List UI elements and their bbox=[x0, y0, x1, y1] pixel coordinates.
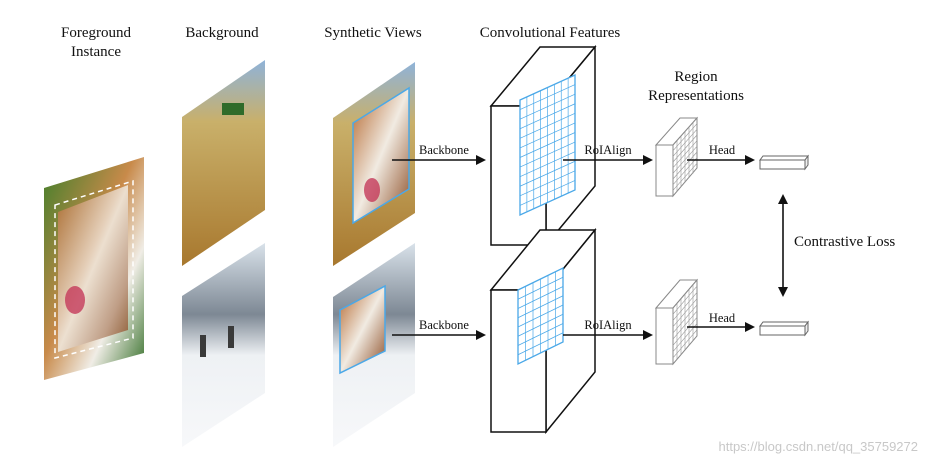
grid-line bbox=[519, 103, 576, 130]
contrastive-loss-label: Contrastive Loss bbox=[794, 234, 896, 250]
grid-line bbox=[519, 122, 576, 149]
grid-line bbox=[517, 295, 564, 319]
grid-line bbox=[517, 304, 564, 328]
synthetic-view-top bbox=[333, 62, 415, 266]
grid-line bbox=[519, 84, 576, 110]
foreground-instance-label: Foreground Instance bbox=[61, 25, 131, 60]
head-label-top: Head bbox=[709, 143, 736, 157]
grid-line bbox=[672, 134, 698, 163]
grid-line bbox=[519, 141, 576, 168]
grid-line bbox=[672, 140, 698, 168]
embedding-vector-top bbox=[759, 154, 809, 171]
grid-line bbox=[672, 146, 698, 174]
grid-line bbox=[672, 329, 698, 358]
region-representation-top bbox=[654, 116, 699, 198]
backbone-label-top: Backbone bbox=[419, 143, 469, 157]
background-snow-image bbox=[182, 243, 265, 447]
grid-line bbox=[517, 286, 564, 309]
conv-feature-map-bottom bbox=[489, 227, 597, 435]
grid-line bbox=[672, 286, 698, 315]
background-label: Background bbox=[185, 25, 259, 41]
grid-line bbox=[672, 163, 698, 191]
grid-line bbox=[672, 123, 698, 151]
grid-line bbox=[519, 132, 576, 158]
embedding-vector-bottom bbox=[759, 320, 809, 337]
region-representations-label: Region Representations bbox=[648, 69, 744, 104]
grid-line bbox=[517, 332, 564, 356]
grid-line bbox=[517, 313, 564, 337]
grid-line bbox=[672, 310, 698, 340]
grid-line bbox=[672, 157, 698, 185]
region-representation-bottom bbox=[654, 278, 699, 366]
grid-line bbox=[519, 160, 576, 187]
grid-line bbox=[672, 304, 698, 334]
grid-line bbox=[672, 317, 698, 346]
grid-line bbox=[672, 298, 698, 327]
foreground-dog-image bbox=[44, 157, 144, 380]
grid-line bbox=[519, 113, 576, 139]
grid-line bbox=[519, 151, 576, 177]
synthetic-views-label: Synthetic Views bbox=[324, 25, 422, 41]
grid-line bbox=[519, 180, 576, 206]
roialign-label-bottom: RoIAlign bbox=[584, 318, 632, 332]
watermark: https://blog.csdn.net/qq_35759272 bbox=[718, 439, 919, 454]
convolutional-features-label: Convolutional Features bbox=[479, 25, 621, 41]
grid-line bbox=[672, 323, 698, 352]
backbone-label-bottom: Backbone bbox=[419, 318, 469, 332]
conv-feature-map-top bbox=[489, 44, 597, 248]
grid-line bbox=[672, 151, 698, 180]
grid-line bbox=[519, 170, 576, 197]
grid-line bbox=[517, 323, 564, 346]
grid-line bbox=[672, 292, 698, 321]
grid-line bbox=[672, 129, 698, 157]
head-label-bottom: Head bbox=[709, 311, 736, 325]
roialign-label-top: RoIAlign bbox=[584, 143, 632, 157]
grid-line bbox=[519, 93, 576, 120]
grid-line bbox=[517, 276, 564, 300]
background-wheat-image bbox=[182, 60, 265, 266]
synthetic-view-bottom bbox=[333, 243, 415, 447]
